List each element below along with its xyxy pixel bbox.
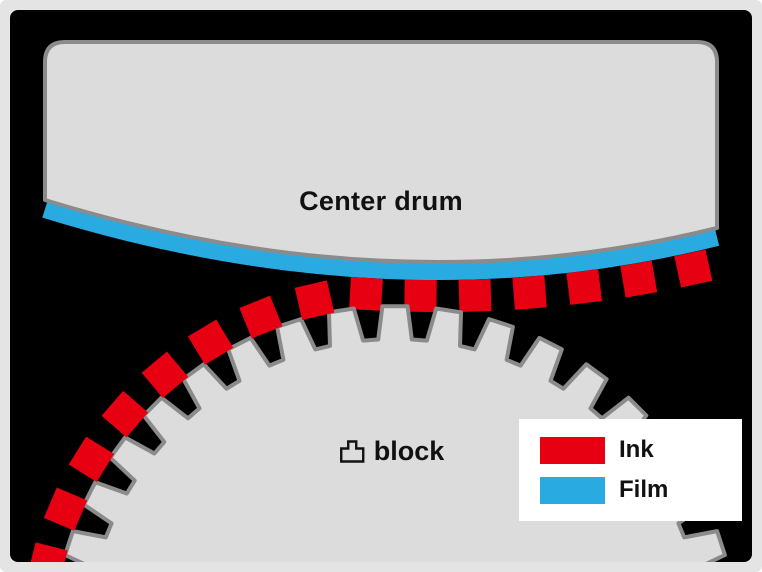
plate-ink-square: [239, 295, 283, 339]
plate-ink-square: [294, 280, 335, 320]
plate-ink-square: [68, 436, 115, 483]
film-ink-square: [404, 279, 437, 313]
film-ink-square: [458, 279, 492, 312]
film-ink-square: [566, 269, 603, 305]
film-layer: [42, 200, 720, 280]
block-label: block: [340, 436, 445, 467]
film-ink-square: [512, 275, 547, 310]
legend: Ink Film: [519, 419, 742, 521]
center-drum-body: [43, 40, 719, 264]
film-ink-square: [620, 260, 658, 298]
film-color-swatch: [540, 476, 605, 504]
film-band: [42, 200, 720, 280]
drum-layer: [43, 40, 719, 264]
plate-ink-square: [27, 542, 68, 562]
block-label-text: block: [373, 436, 445, 466]
legend-label-film: Film: [619, 476, 669, 503]
transferred-ink-layer: [349, 249, 713, 313]
plate-ink-square: [43, 487, 88, 531]
convex-block-icon: [340, 440, 365, 463]
drum-label: Center drum: [299, 186, 463, 216]
film-ink-square: [349, 276, 383, 311]
legend-item-ink: Ink: [540, 436, 742, 464]
film-ink-square: [674, 249, 713, 288]
plate-ink-layer: [27, 280, 335, 562]
legend-item-film: Film: [540, 476, 742, 504]
legend-label-ink: Ink: [619, 436, 654, 463]
plate-ink-square: [101, 390, 149, 438]
ink-color-swatch: [540, 436, 605, 464]
plate-ink-square: [141, 351, 189, 399]
plate-ink-square: [187, 319, 234, 365]
